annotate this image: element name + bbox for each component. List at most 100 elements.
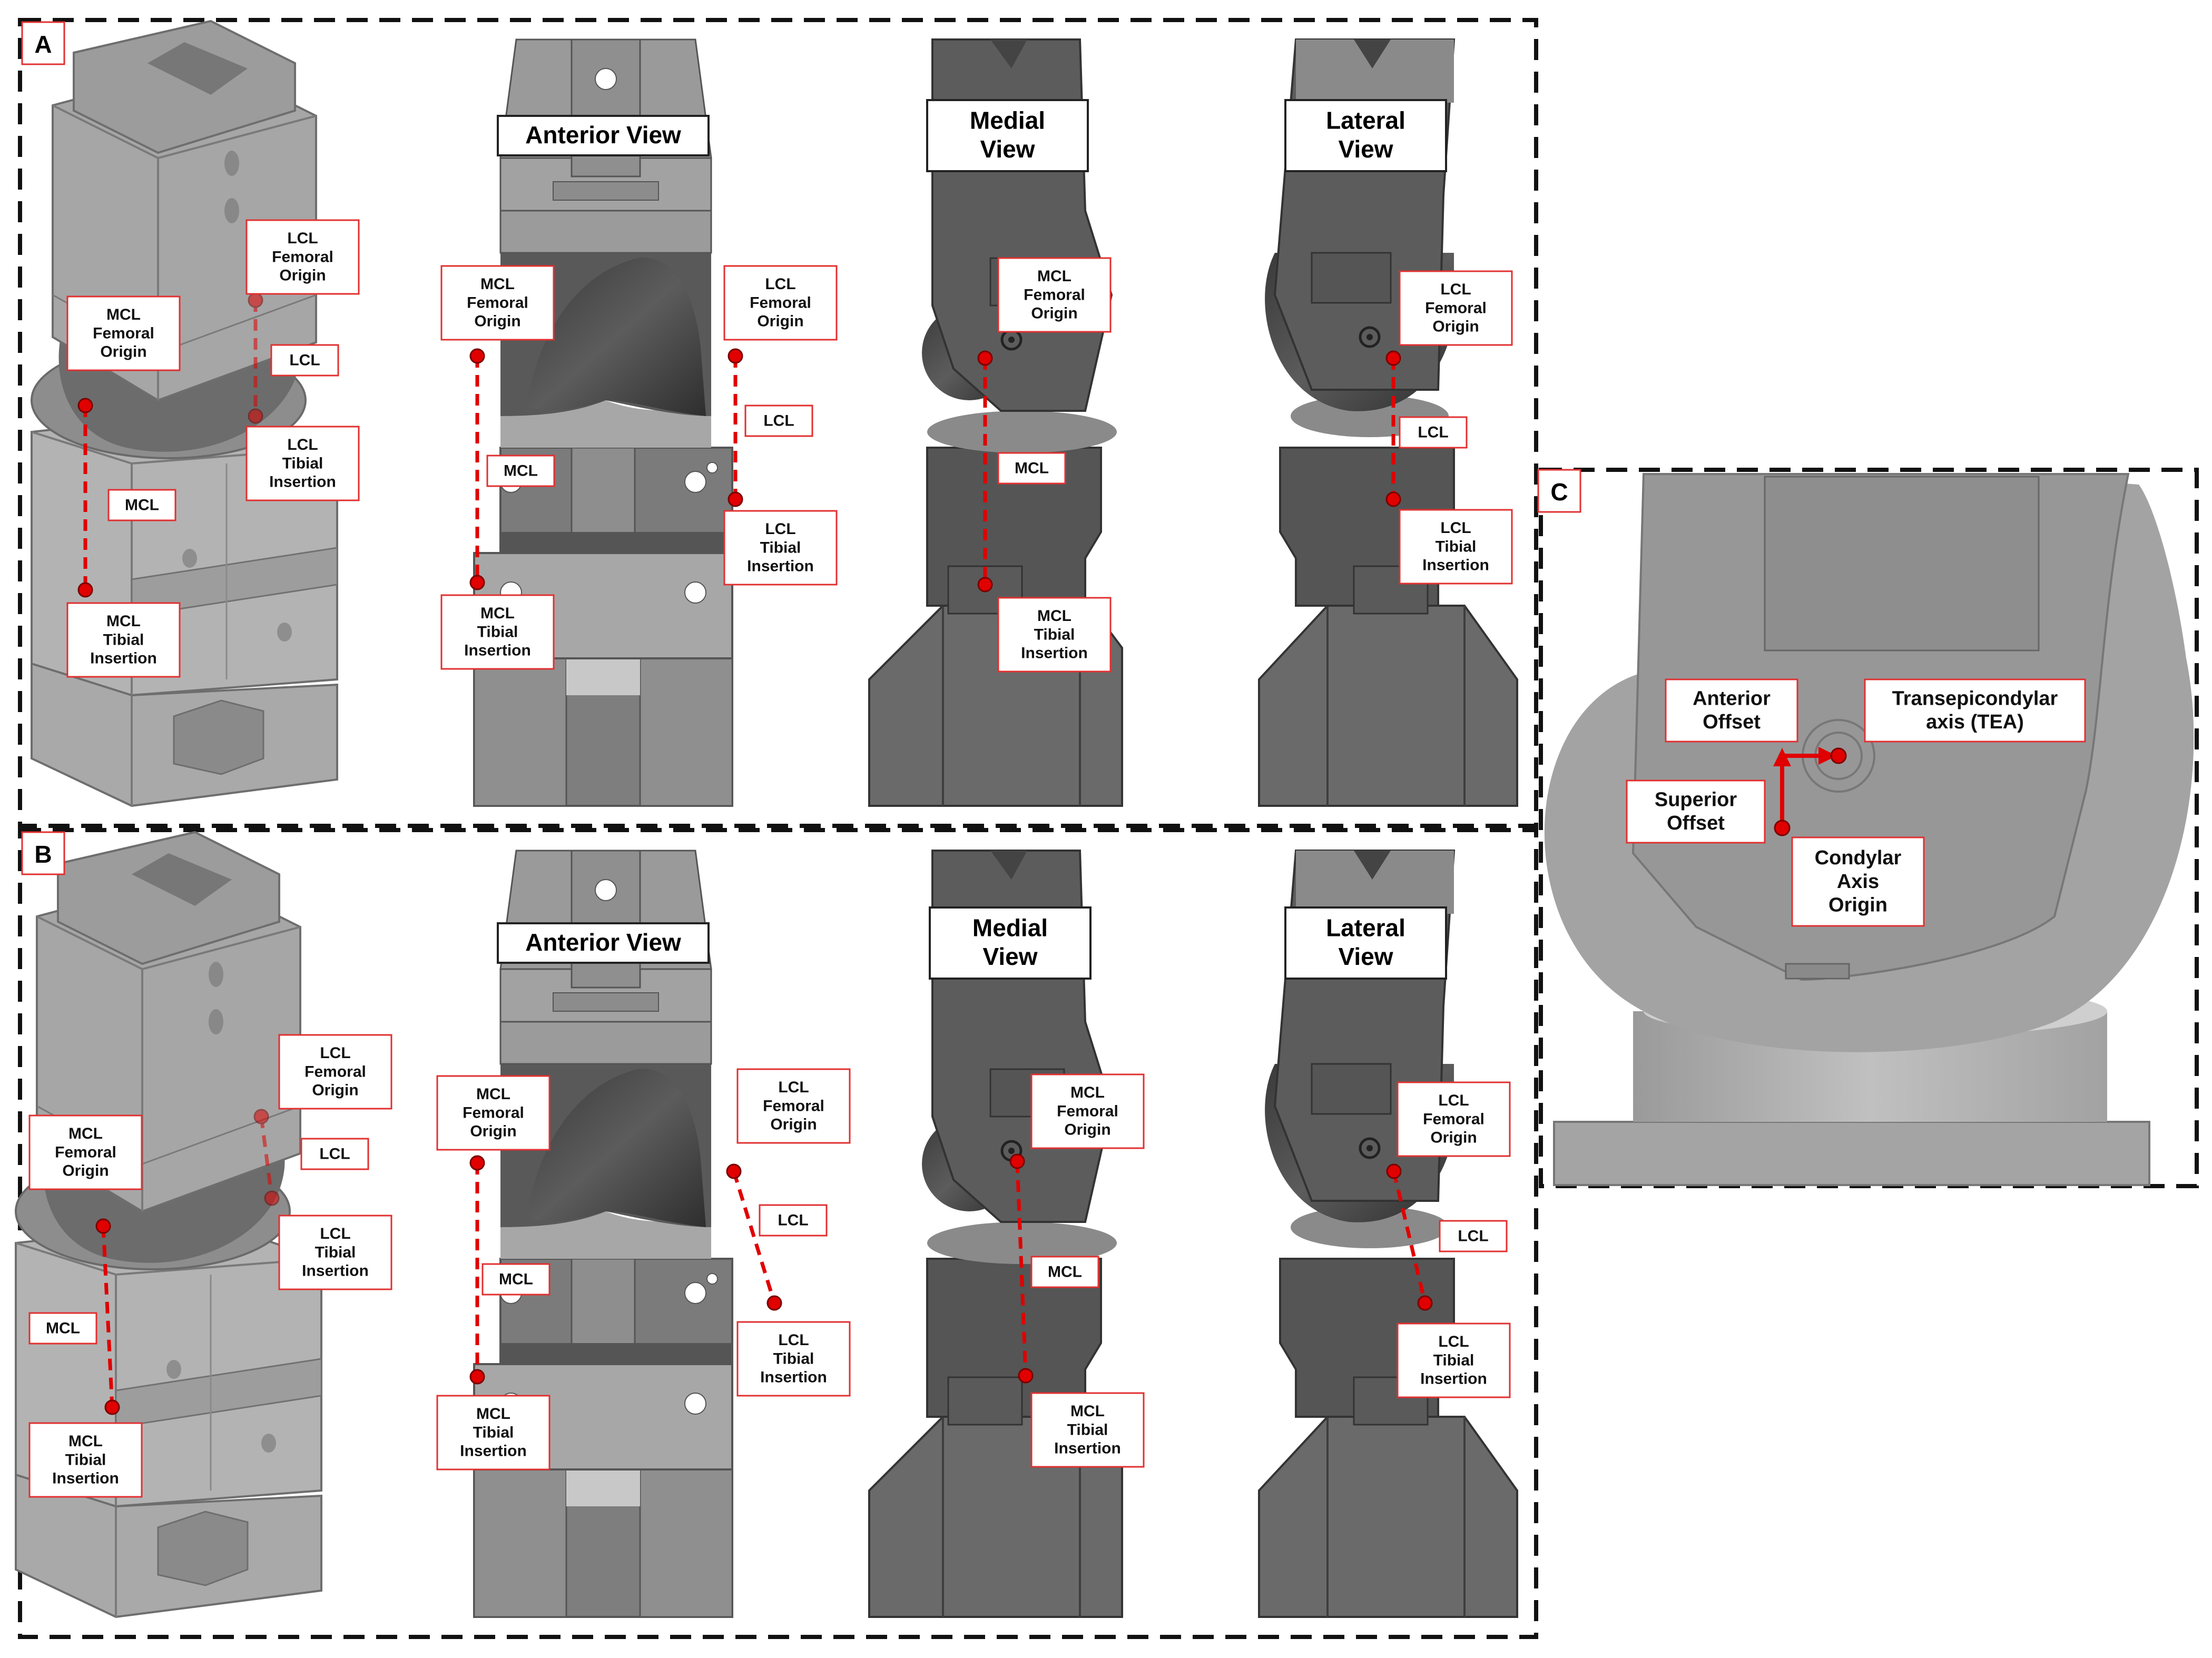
- panel-a-med-mcl-text-1: MCL: [1015, 459, 1049, 477]
- panel-a-lateral-title-text-2: View: [1339, 135, 1393, 163]
- panel-a-med-mcl-femoral-origin-text-2: Femoral: [1024, 286, 1085, 303]
- panel-b-iso-mcl-tibial-insertion-text-2: Tibial: [65, 1451, 106, 1468]
- panel-b-letter: B: [21, 831, 65, 875]
- panel-b-ant-mcl-line: [469, 1155, 485, 1385]
- panel-a-ant-mcl-femoral-origin-text-3: Origin: [474, 313, 520, 330]
- panel-a-ant-lcl: LCL: [744, 404, 813, 437]
- panel-a-ant-lcl-femoral-origin-text-2: Femoral: [750, 294, 811, 311]
- panel-a-iso-mcl-tibial-insertion-text-1: MCL: [106, 613, 141, 630]
- panel-a-iso-mcl-femoral-origin-text-1: MCL: [106, 306, 141, 323]
- panel-b-ant-lcl-femoral-origin-text-2: Femoral: [763, 1097, 824, 1114]
- panel-a-iso-mcl-tibial-insertion-text-2: Tibial: [103, 631, 144, 648]
- panel-c-condylar-axis-origin-text-2: Axis: [1837, 871, 1879, 893]
- panel-b-ant-lcl-femoral-origin-text-1: LCL: [778, 1079, 809, 1096]
- panel-b-iso-lcl-tibial-insertion-text-3: Insertion: [302, 1262, 369, 1280]
- panel-b-iso-lcl-line-origin-dot: [253, 1109, 269, 1124]
- panel-c-tea-text-1: Transepicondylar: [1892, 687, 2058, 709]
- panel-b-frame: [18, 828, 1538, 1639]
- panel-a-ant-lcl-tibial-insertion-text-3: Insertion: [747, 558, 814, 575]
- panel-c-superior-offset-text-2: Offset: [1667, 812, 1725, 834]
- panel-b-med-line-insertion-dot: [1018, 1368, 1034, 1384]
- panel-b-ant-lcl-tibial-insertion-text-2: Tibial: [773, 1350, 814, 1367]
- panel-b-iso-lcl-femoral-origin-text-1: LCL: [320, 1044, 350, 1062]
- panel-b-iso-mcl-line-insertion-dot: [104, 1399, 120, 1415]
- panel-c-anterior-offset-text-2: Offset: [1703, 711, 1761, 733]
- panel-a-med-mcl-tibial-insertion-text-2: Tibial: [1034, 626, 1075, 643]
- panel-b-med-mcl-text-1: MCL: [1048, 1263, 1082, 1280]
- panel-b-medial-title-text-2: View: [983, 943, 1038, 970]
- panel-a-ant-mcl-tibial-insertion-text-2: Tibial: [477, 623, 518, 640]
- panel-b-isometric-view: [15, 831, 322, 1618]
- panel-b-ant-lcl-tibial-insertion-text-3: Insertion: [760, 1369, 827, 1386]
- panel-a-med-mcl: MCL: [997, 452, 1066, 485]
- panel-b-lat-lcl: LCL: [1439, 1220, 1508, 1252]
- panel-b-anterior-view: [473, 850, 733, 1618]
- panel-a-ant-mcl: MCL: [486, 455, 555, 487]
- panel-b-ant-mcl-femoral-origin-text-3: Origin: [470, 1123, 516, 1140]
- panel-a-iso-lcl-tibial-insertion-text-1: LCL: [287, 436, 318, 453]
- panel-b-med-mcl-femoral-origin-text-3: Origin: [1064, 1121, 1110, 1139]
- tea-dot: [1830, 747, 1847, 764]
- panel-b-lat-lcl-tibial-insertion-text-3: Insertion: [1420, 1370, 1487, 1388]
- panel-b-ant-mcl-tibial-insertion-text-3: Insertion: [460, 1443, 527, 1460]
- panel-a-iso-mcl-line-insertion-dot: [77, 582, 93, 598]
- svg-text:B: B: [34, 841, 52, 868]
- panel-b-iso-lcl-line-insertion-dot: [264, 1190, 280, 1206]
- panel-a-lat-lcl-text-1: LCL: [1418, 423, 1448, 441]
- panel-b-iso-lcl-femoral-origin-text-2: Femoral: [304, 1063, 366, 1080]
- panel-a-frame: [18, 18, 1538, 828]
- condylar-axis-origin-dot: [1774, 820, 1791, 836]
- panel-a-iso-mcl-tibial-insertion-text-3: Insertion: [90, 650, 157, 667]
- panel-a-iso-lcl-line: [248, 292, 263, 424]
- panel-b-med-mcl-femoral-origin-text-2: Femoral: [1057, 1102, 1118, 1120]
- panel-c-condylar-axis-origin-text-3: Origin: [1828, 894, 1887, 916]
- panel-a-medial-title-text-1: Medial: [970, 107, 1045, 134]
- panel-a-ant-mcl-text-1: MCL: [504, 462, 538, 479]
- panel-a-iso-mcl: MCL: [107, 489, 176, 521]
- panel-a-med-mcl-femoral-origin-text-1: MCL: [1037, 268, 1071, 285]
- panel-a-lat-lcl-tibial-insertion-text-3: Insertion: [1422, 557, 1489, 574]
- panel-a-lat-lcl: LCL: [1399, 416, 1468, 449]
- panel-b-ant-mcl-tibial-insertion-text-2: Tibial: [473, 1424, 514, 1441]
- svg-text:A: A: [34, 31, 52, 58]
- panel-a-iso-lcl-tibial-insertion-text-3: Insertion: [269, 473, 336, 491]
- panel-a-iso-lcl-femoral-origin-text-2: Femoral: [272, 248, 333, 265]
- panel-a-lat-line-insertion-dot: [1385, 491, 1401, 507]
- panel-b-ant-lcl-tibial-insertion-text-1: LCL: [778, 1331, 809, 1349]
- panel-b-med-mcl-tibial-insertion-text-3: Insertion: [1054, 1440, 1121, 1457]
- panel-b-anterior-title: Anterior View: [497, 922, 710, 964]
- panel-b-iso-lcl-text-1: LCL: [319, 1145, 350, 1162]
- panel-a-lat-lcl-femoral-origin-text-3: Origin: [1432, 318, 1479, 335]
- panel-a-ant-mcl-line: [469, 348, 485, 590]
- panel-a-ant-lcl-femoral-origin-text-1: LCL: [765, 275, 795, 293]
- panel-a-iso-lcl-text-1: LCL: [289, 351, 320, 369]
- panel-a-lat-lcl-femoral-origin-text-1: LCL: [1440, 281, 1471, 298]
- panel-a-ant-mcl-femoral-origin-text-2: Femoral: [467, 294, 528, 311]
- panel-b-lat-lcl-tibial-insertion-text-2: Tibial: [1433, 1351, 1474, 1369]
- svg-text:C: C: [1550, 478, 1568, 506]
- panel-b-iso-mcl-femoral-origin-text-1: MCL: [68, 1125, 103, 1142]
- panel-b-iso-mcl-femoral-origin-text-3: Origin: [62, 1162, 109, 1180]
- panel-b-ant-mcl-line-origin-dot: [469, 1155, 485, 1171]
- panel-a-med-line: [977, 350, 993, 593]
